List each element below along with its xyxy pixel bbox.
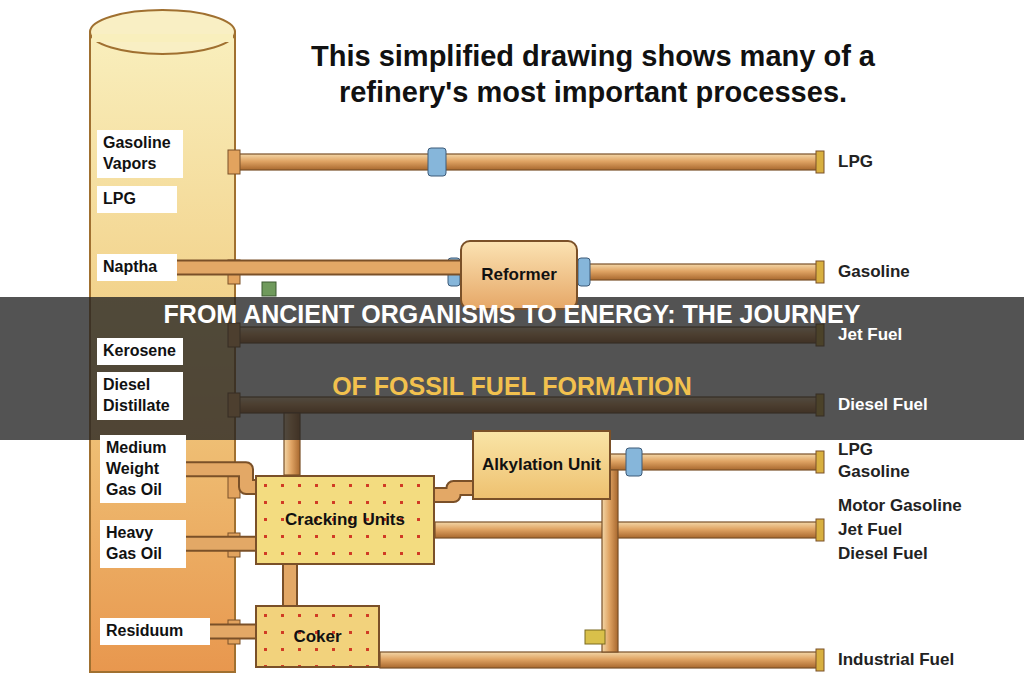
- node-text: Reformer: [481, 264, 557, 285]
- title: This simplified drawing shows many of a …: [248, 38, 938, 110]
- product-label: Diesel Fuel: [838, 395, 928, 415]
- product-label: Diesel Fuel: [838, 544, 928, 564]
- overlay-band: [0, 297, 1024, 440]
- stream-label: Gasoline Vapors: [97, 130, 183, 178]
- node-text: Diesel Distillate: [103, 375, 177, 417]
- product-label: Industrial Fuel: [838, 650, 954, 670]
- pipe-connector: [186, 469, 255, 487]
- node-text: Heavy Gas Oil: [106, 523, 180, 565]
- node-text: Medium Weight Gas Oil: [106, 438, 180, 500]
- product-label: Gasoline: [838, 262, 910, 282]
- process-unit: Coker: [255, 605, 380, 668]
- stream-label: LPG: [97, 186, 177, 213]
- pipe-body: [435, 488, 472, 495]
- pipe-connector: [435, 488, 472, 495]
- node-text: Kerosene: [103, 341, 177, 362]
- pipe-connector: [186, 543, 255, 544]
- pipe-outline: [435, 488, 472, 495]
- pipe-body: [210, 625, 255, 637]
- stream-label: Medium Weight Gas Oil: [100, 435, 186, 503]
- process-unit: Cracking Units: [255, 475, 435, 565]
- product-label: Motor Gasoline: [838, 496, 962, 516]
- product-label: Gasoline: [838, 462, 910, 482]
- pipe-outline: [177, 259, 460, 275]
- product-label: Jet Fuel: [838, 520, 902, 540]
- pipe-outline: [210, 623, 255, 639]
- stream-label: Diesel Distillate: [97, 372, 183, 420]
- pipe-body: [284, 565, 296, 605]
- node-text: Alkylation Unit: [482, 454, 601, 475]
- stream-label: Kerosene: [97, 338, 183, 365]
- product-label: Jet Fuel: [838, 325, 902, 345]
- pipe-connector: [290, 565, 291, 605]
- node-text: Residuum: [106, 621, 204, 642]
- pipe-connector: [177, 267, 460, 268]
- process-unit: Reformer: [460, 240, 578, 310]
- pipe-connector: [210, 631, 255, 632]
- product-label: LPG: [838, 152, 873, 172]
- node-text: Coker: [293, 626, 341, 647]
- process-unit: Alkylation Unit: [472, 430, 611, 500]
- node-text: Cracking Units: [285, 509, 405, 530]
- product-label: LPG: [838, 440, 873, 460]
- node-text: Gasoline Vapors: [103, 133, 177, 175]
- node-text: Naptha: [103, 257, 171, 278]
- pipe-outline: [186, 469, 255, 487]
- pipe-body: [177, 261, 460, 273]
- pipe-outline: [282, 565, 298, 605]
- pipe-body: [186, 469, 255, 487]
- pipe-body: [186, 538, 255, 550]
- pipe-outline: [186, 536, 255, 552]
- stream-label: Heavy Gas Oil: [100, 520, 186, 568]
- stream-label: Residuum: [100, 618, 210, 645]
- stream-label: Naptha: [97, 254, 177, 281]
- banner-text: FROM ANCIENT ORGANISMS TO ENERGY: THE JO…: [0, 300, 1024, 329]
- node-text: LPG: [103, 189, 171, 210]
